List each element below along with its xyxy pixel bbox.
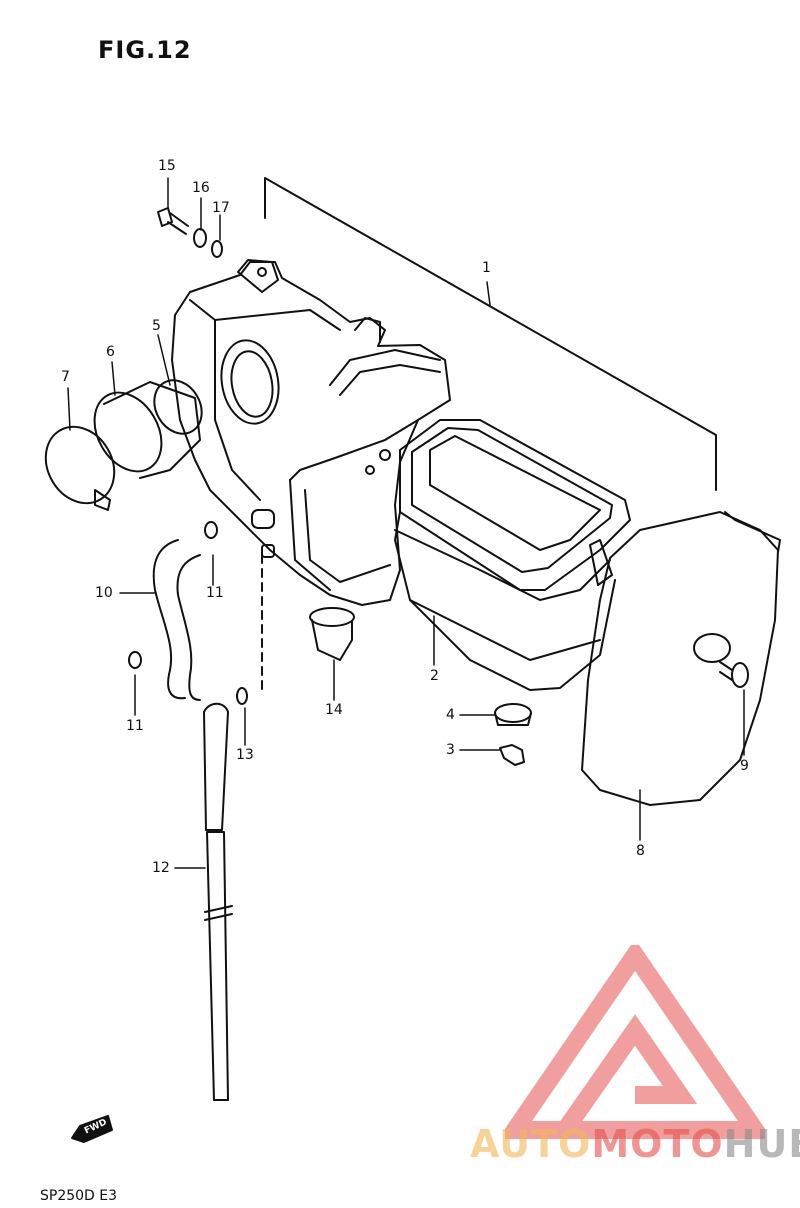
callout-4: 4 xyxy=(446,707,455,723)
grommet xyxy=(309,607,355,661)
leader-lines xyxy=(67,177,745,869)
callout-11b: 11 xyxy=(126,718,144,734)
callout-17: 17 xyxy=(212,200,230,216)
intake-joint xyxy=(44,379,203,511)
callout-15: 15 xyxy=(158,158,176,174)
callout-10: 10 xyxy=(95,585,113,601)
callout-2: 2 xyxy=(430,668,439,684)
callout-1: 1 xyxy=(482,260,491,276)
model-code: SP250D E3 xyxy=(40,1188,118,1204)
callout-14: 14 xyxy=(325,702,343,718)
assembly-bracket xyxy=(264,177,717,491)
figure-title: FIG.12 xyxy=(98,36,192,64)
callout-5: 5 xyxy=(152,318,161,334)
drain-tube xyxy=(203,554,263,1101)
air-cleaner-cover xyxy=(581,511,781,806)
callout-11a: 11 xyxy=(206,585,224,601)
callout-13: 13 xyxy=(236,747,254,763)
callout-7: 7 xyxy=(61,369,70,385)
callout-3: 3 xyxy=(446,742,455,758)
callout-8: 8 xyxy=(636,843,645,859)
damper-and-nut xyxy=(494,703,532,766)
callout-9: 9 xyxy=(740,758,749,774)
callout-6: 6 xyxy=(106,344,115,360)
bolt-and-washers xyxy=(157,207,223,258)
watermark-moto: MOTO xyxy=(591,1122,724,1166)
breather-hose xyxy=(128,521,218,701)
air-filter-element xyxy=(394,419,631,691)
watermark-text: AUTOMOTOHUB xyxy=(470,1122,800,1166)
air-cleaner-housing xyxy=(171,259,451,606)
automotohub-logo-icon xyxy=(505,945,765,1139)
watermark-hub: HUB xyxy=(723,1122,800,1166)
callout-12: 12 xyxy=(152,860,170,876)
watermark-auto: AUTO xyxy=(470,1122,592,1166)
cover-screw xyxy=(719,661,749,688)
callout-16: 16 xyxy=(192,180,210,196)
fwd-arrow-icon xyxy=(71,1115,113,1143)
